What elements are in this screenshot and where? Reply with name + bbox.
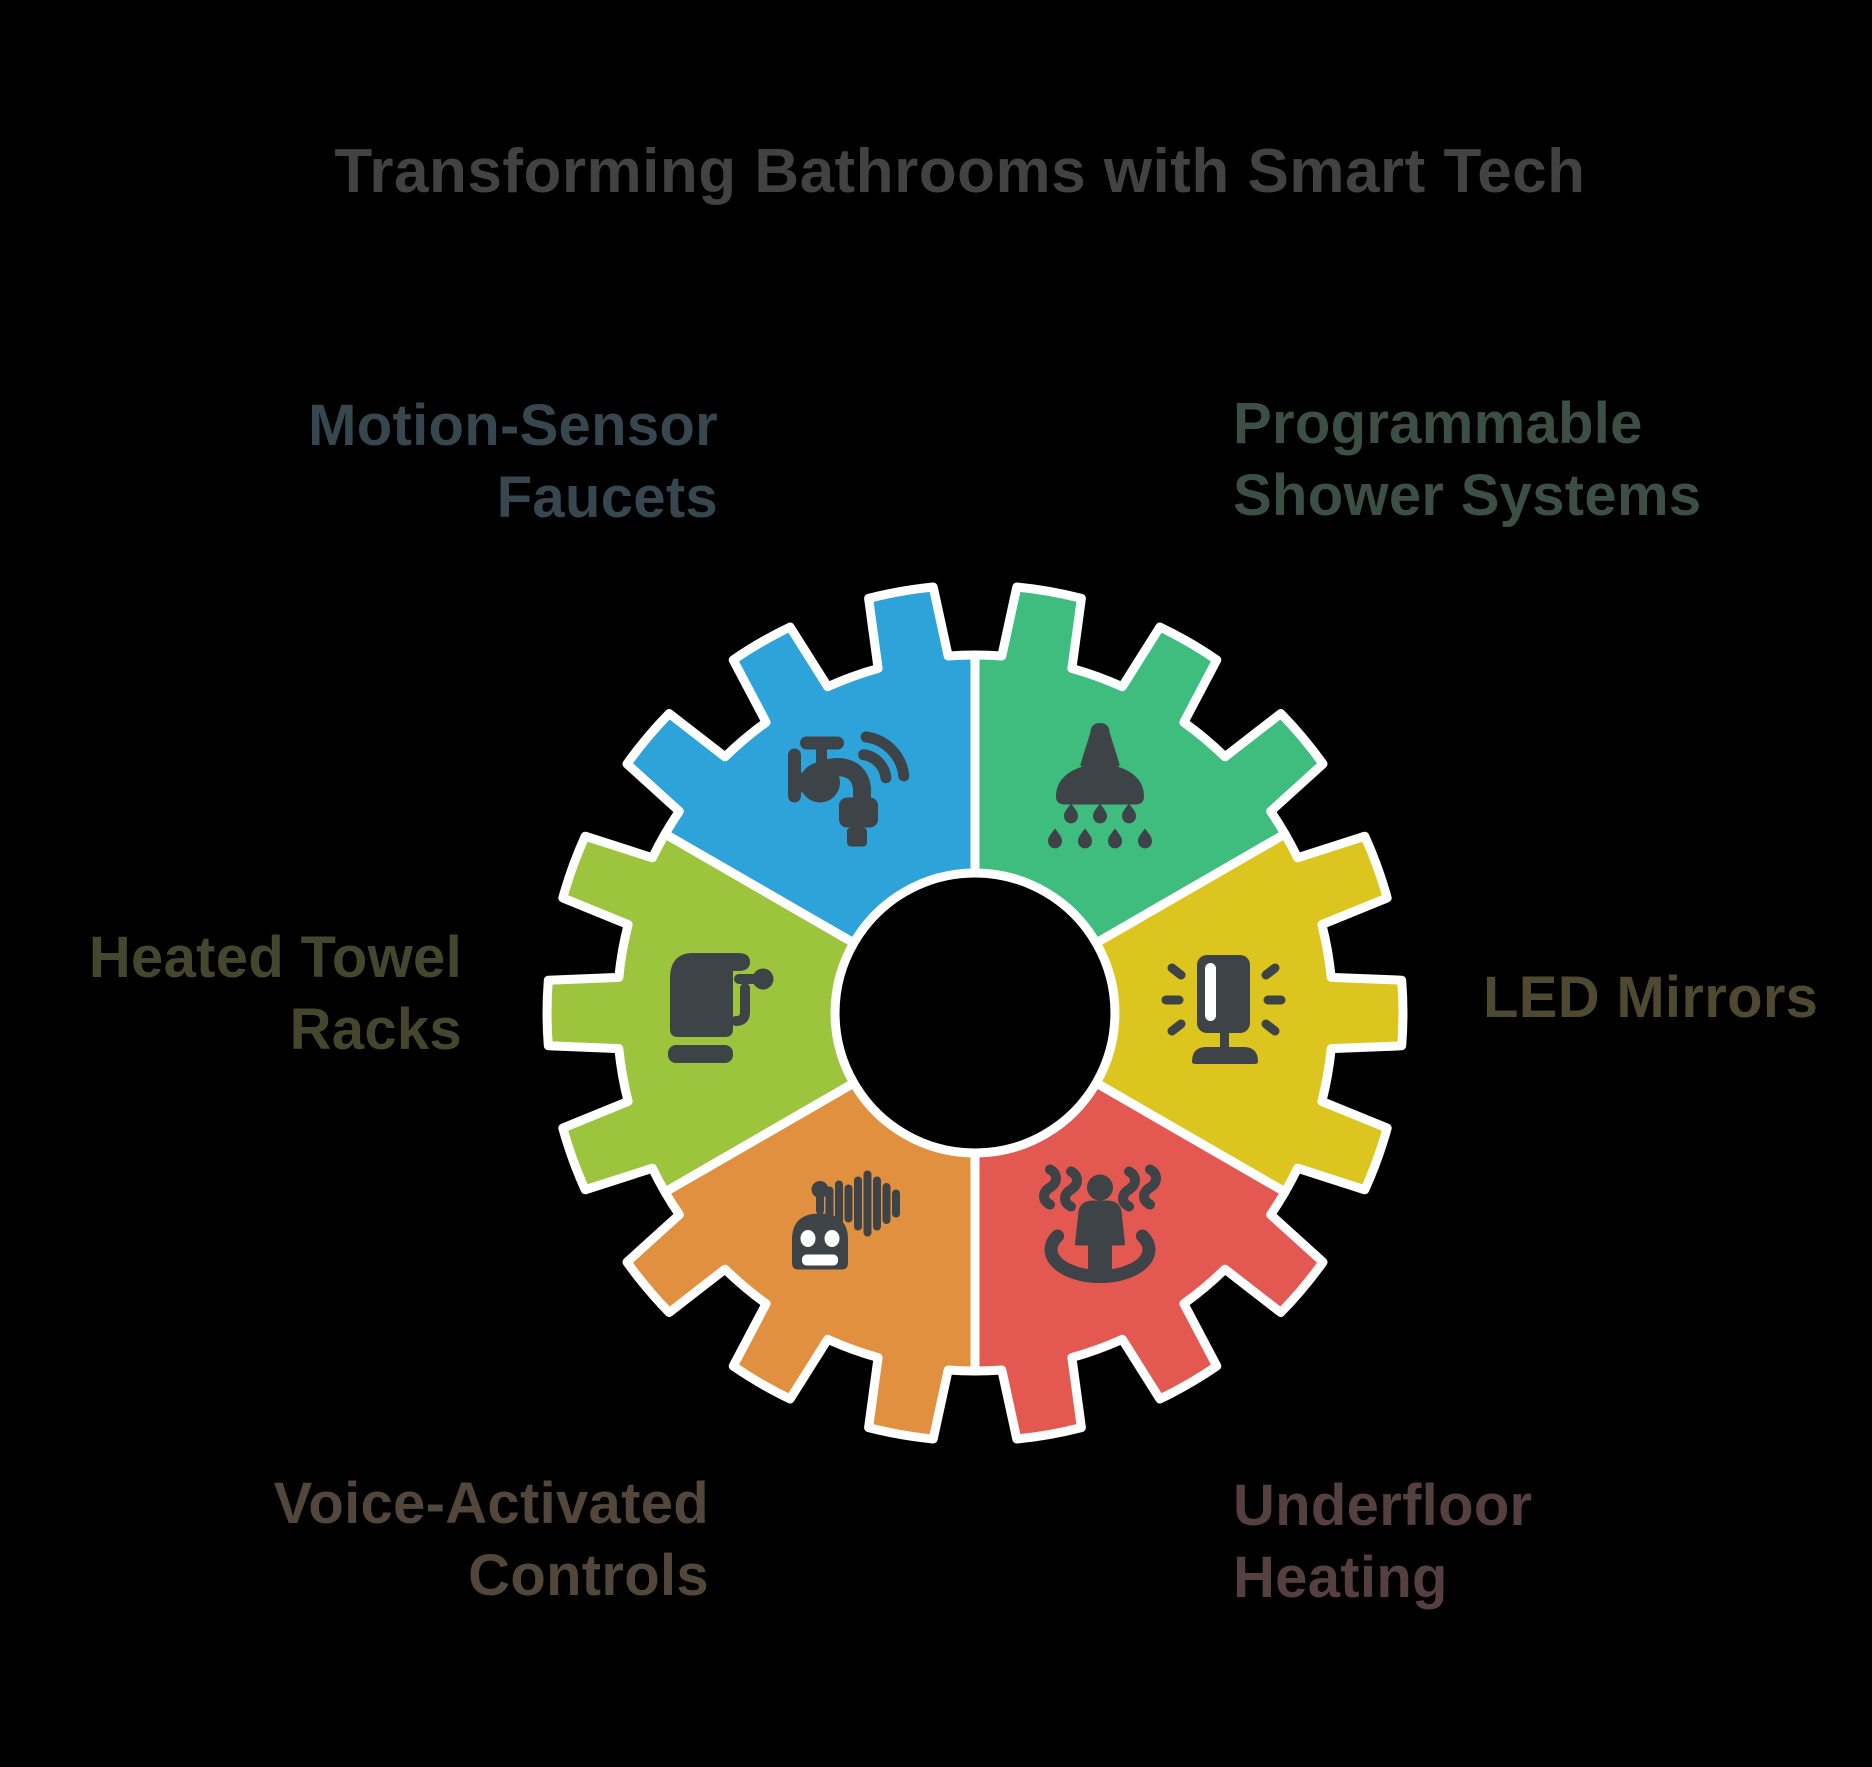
label-led-mirrors: LED Mirrors [1483, 962, 1872, 1034]
label-programmable-shower-systems: Programmable Shower Systems [1233, 388, 1872, 532]
label-line: Heated Towel [88, 925, 462, 990]
label-heated-towel-racks: Heated Towel Racks [2, 922, 462, 1066]
label-line: Underfloor [1233, 1473, 1533, 1538]
label-line: Faucets [496, 465, 718, 530]
label-voice-activated-controls: Voice-Activated Controls [69, 1468, 709, 1612]
gear-diagram [542, 582, 1408, 1444]
smart-faucet-icon [788, 731, 910, 847]
towel-rack-icon [668, 953, 774, 1063]
label-line: LED Mirrors [1483, 965, 1819, 1030]
underfloor-heating-icon [1039, 1164, 1161, 1284]
gear-segment-programmable-shower-systems [970, 582, 1328, 948]
label-motion-sensor-faucets: Motion-Sensor Faucets [78, 390, 718, 534]
label-line: Shower Systems [1233, 463, 1702, 528]
label-line: Programmable [1233, 391, 1643, 456]
label-line: Voice-Activated [273, 1471, 709, 1536]
label-line: Heating [1233, 1545, 1448, 1610]
label-underfloor-heating: Underfloor Heating [1233, 1470, 1793, 1614]
shower-head-icon [1048, 723, 1152, 849]
label-line: Racks [289, 997, 462, 1062]
page-title: Transforming Bathrooms with Smart Tech [334, 137, 1586, 206]
led-mirror-icon [1161, 955, 1286, 1064]
label-line: Motion-Sensor [308, 393, 718, 458]
voice-robot-icon [792, 1170, 900, 1270]
label-line: Controls [468, 1543, 709, 1608]
